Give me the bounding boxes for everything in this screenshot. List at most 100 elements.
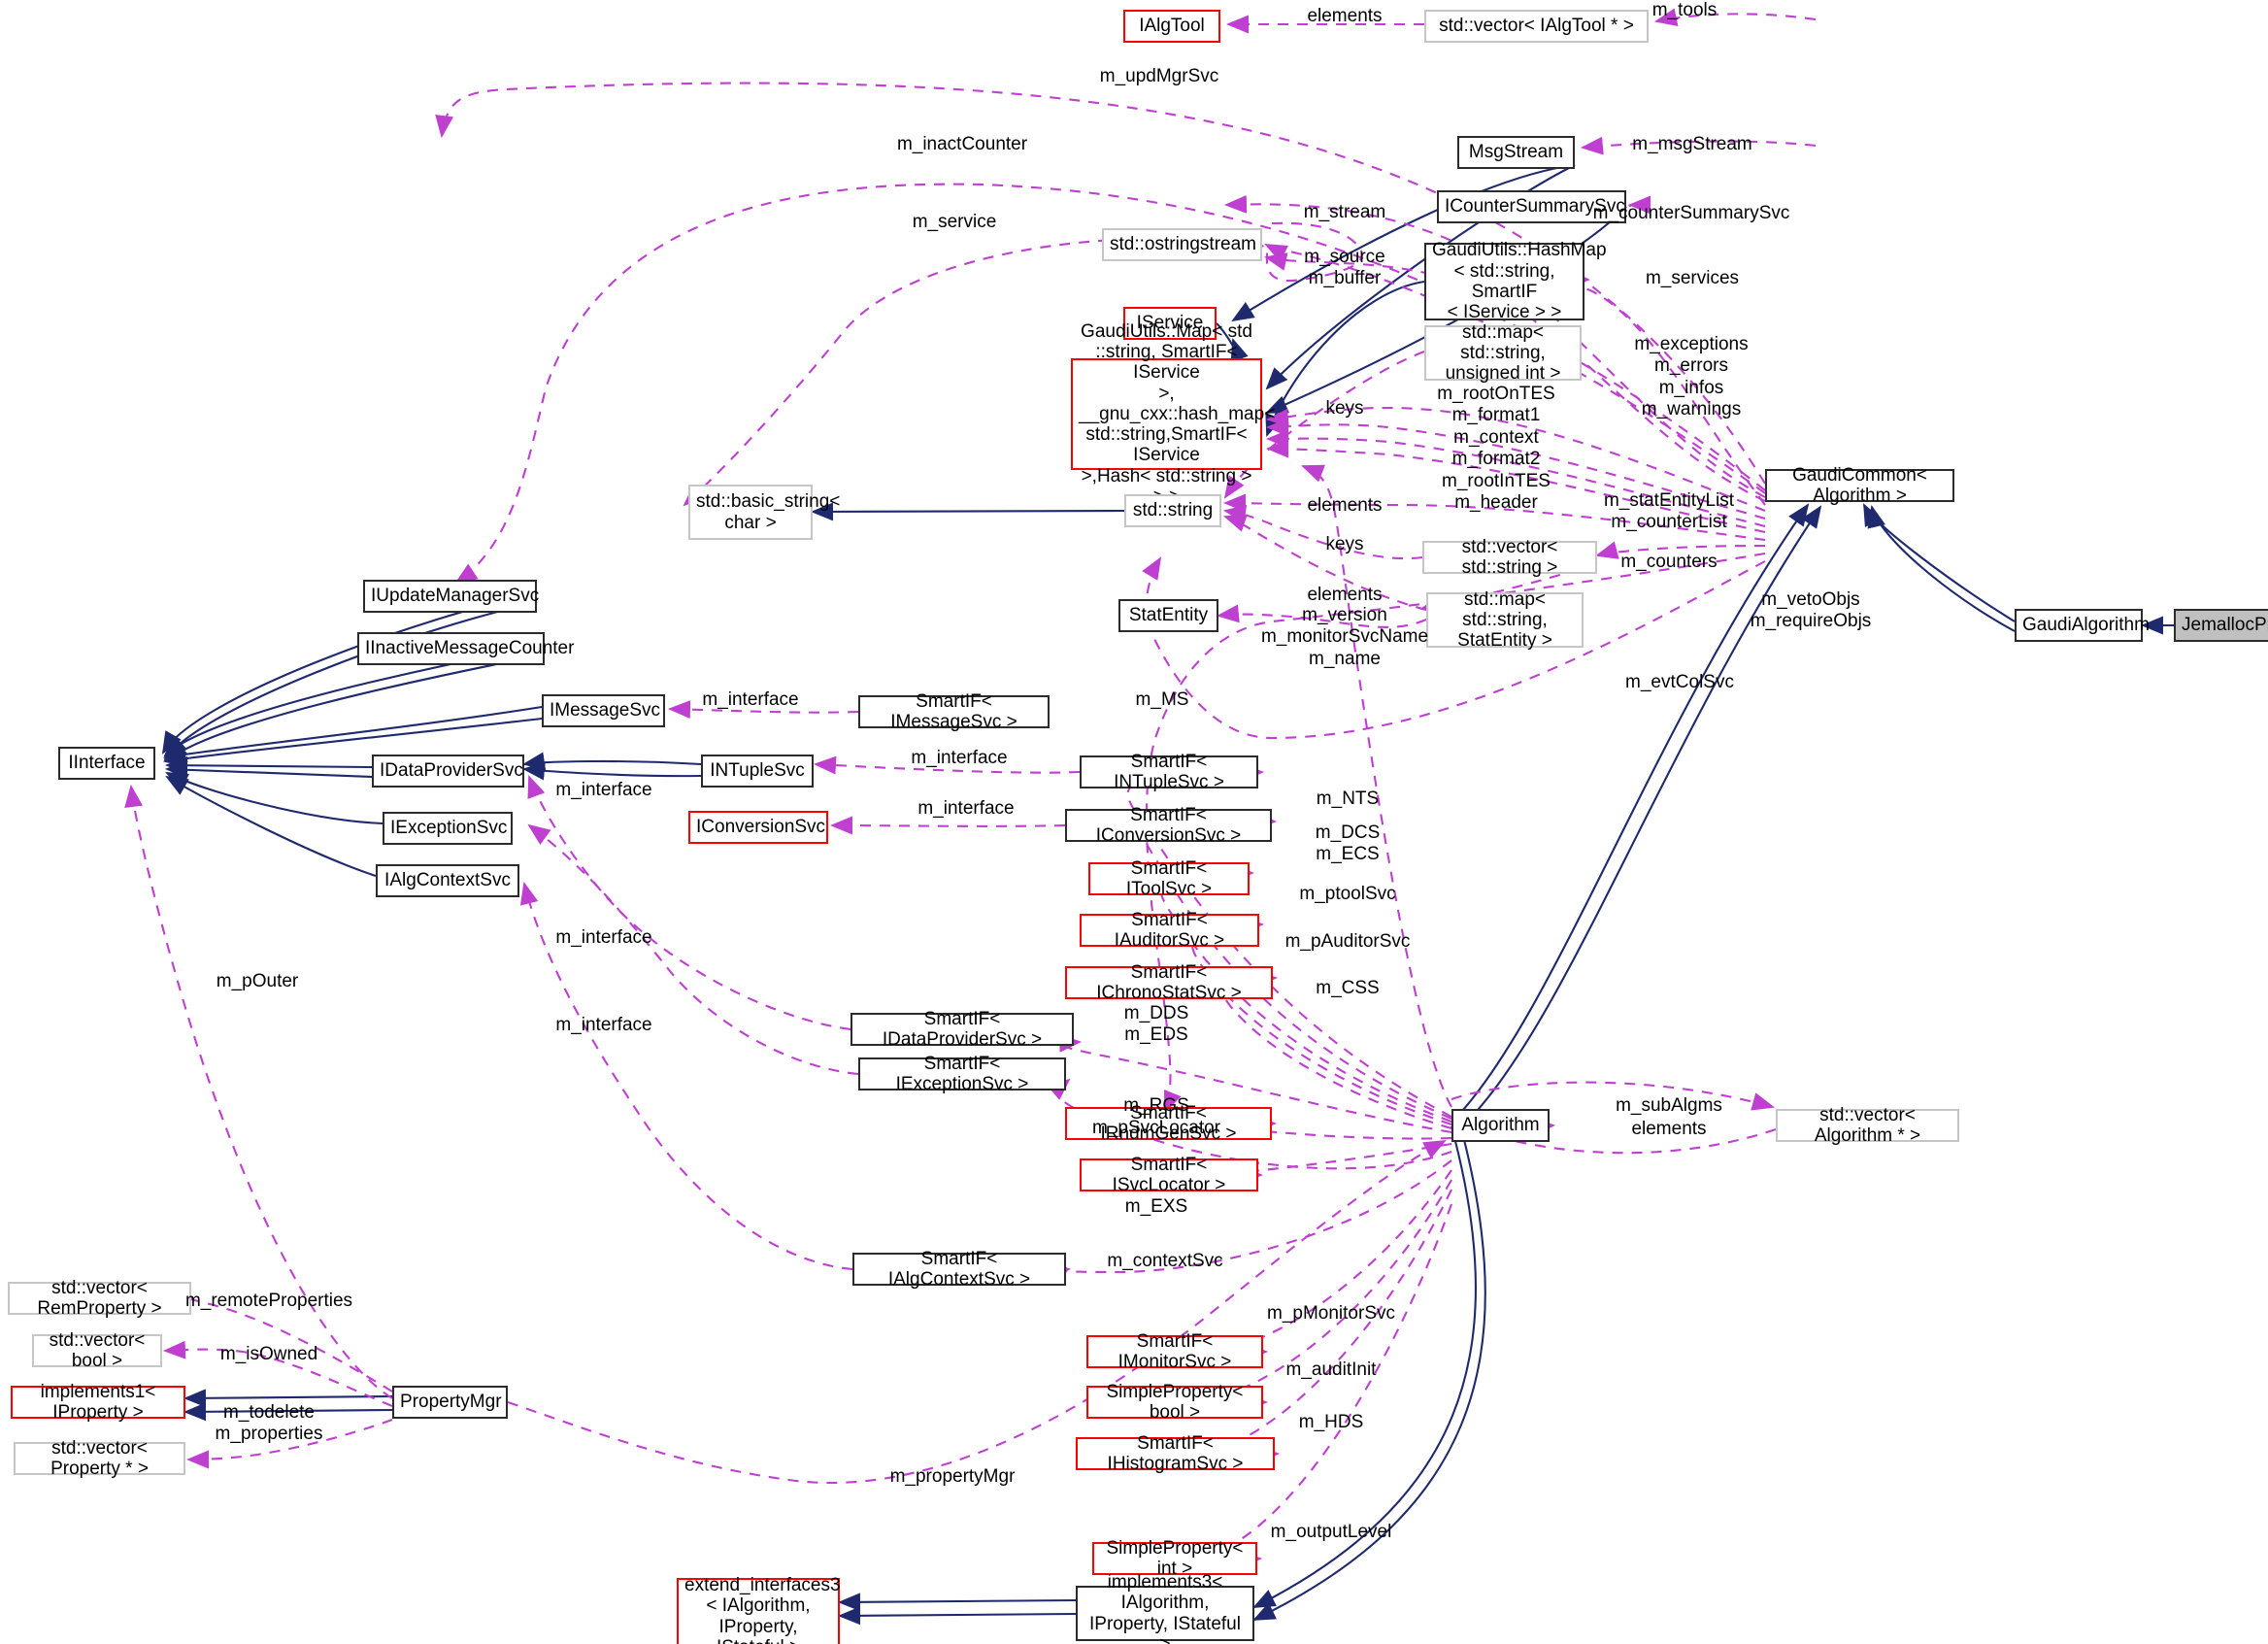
edge-label-lbl_m_ms: m_MS <box>1135 689 1189 710</box>
edge-label-lbl_m_rgs: m_RGS <box>1123 1095 1189 1116</box>
class-node-label: Algorithm <box>1461 1115 1540 1136</box>
class-node-smartif_iexception[interactable]: SmartIF< IExceptionSvc > <box>858 1054 1066 1094</box>
class-node-msgstream[interactable]: MsgStream <box>1457 136 1575 169</box>
class-node-label: std::vector< Algorithm * > <box>1814 1104 1921 1146</box>
class-node-label: SmartIF< IAlgContextSvc > <box>887 1248 1031 1290</box>
edge-label-lbl_keys_map: keys <box>1325 398 1364 419</box>
class-node-map_str_uint[interactable]: std::map< std::string, unsigned int > <box>1424 322 1582 384</box>
class-node-idataprovidersvc[interactable]: IDataProviderSvc <box>372 755 524 788</box>
class-node-label: SmartIF< IMessageSvc > <box>890 690 1017 732</box>
edge-label-lbl_elements_str2: elements <box>1307 585 1383 605</box>
class-node-label: MsgStream <box>1468 142 1564 163</box>
edge-label-lbl_m_stream: m_stream <box>1303 202 1386 222</box>
class-node-label: implements3< IAlgorithm, IProperty, ISta… <box>1089 1571 1241 1644</box>
class-node-iservice[interactable]: IService <box>1123 307 1217 340</box>
edge-label-lbl_m_pouter: m_pOuter <box>216 971 299 991</box>
class-node-ialgcontextsvc[interactable]: IAlgContextSvc <box>376 864 519 897</box>
edge-label-lbl_m_msgstream: m_msgStream <box>1632 134 1752 154</box>
class-node-label: INTupleSvc <box>710 760 805 782</box>
edge-label-lbl_m_exs: m_EXS <box>1124 1196 1188 1217</box>
class-node-iinterface[interactable]: IInterface <box>58 747 155 780</box>
class-node-statentity[interactable]: StatEntity <box>1118 599 1218 632</box>
edge-label-lbl_keys_vecstr: keys <box>1325 534 1364 554</box>
class-node-label: std::vector< std::string > <box>1461 536 1558 578</box>
edge-label-lbl_m_exceptions: m_exceptions m_errors m_infos m_warnings <box>1634 334 1749 420</box>
class-node-map_str_statentity[interactable]: std::map< std::string, StatEntity > <box>1426 589 1584 651</box>
class-node-ialgtool[interactable]: IAlgTool <box>1123 10 1220 43</box>
class-node-label: std::vector< Property * > <box>50 1437 149 1479</box>
class-node-label: SimpleProperty< bool > <box>1106 1381 1244 1423</box>
edge-label-lbl_elements_str1: elements <box>1307 495 1383 516</box>
class-node-label: std::vector< bool > <box>49 1329 146 1371</box>
class-node-iexceptionsvc[interactable]: IExceptionSvc <box>383 812 513 845</box>
edge-label-lbl_m_updmgrsvc: m_updMgrSvc <box>1099 66 1219 86</box>
class-node-label: PropertyMgr <box>400 1392 502 1413</box>
class-node-smartif_ichronostat[interactable]: SmartIF< IChronoStatSvc > <box>1065 962 1273 1003</box>
edge-label-lbl_m_isowned: m_isOwned <box>219 1344 318 1364</box>
class-node-label: SmartIF< IDataProviderSvc > <box>882 1008 1043 1050</box>
class-node-label: SmartIF< INTupleSvc > <box>1114 751 1224 792</box>
class-node-smartif_iconversion[interactable]: SmartIF< IConversionSvc > <box>1065 805 1272 846</box>
edge-label-lbl_m_inactcounter: m_inactCounter <box>896 134 1028 154</box>
class-node-vec_ialgtool[interactable]: std::vector< IAlgTool * > <box>1424 10 1649 43</box>
class-node-implements3[interactable]: implements3< IAlgorithm, IProperty, ISta… <box>1076 1572 1254 1644</box>
edge-label-lbl_m_todelete: m_todelete m_properties <box>215 1402 323 1445</box>
class-node-smartif_intuplesvc[interactable]: SmartIF< INTupleSvc > <box>1080 752 1258 792</box>
class-node-gaudicommon[interactable]: GaudiCommon< Algorithm > <box>1765 465 1954 506</box>
class-node-smartif_imonitorsvc[interactable]: SmartIF< IMonitorSvc > <box>1086 1331 1263 1372</box>
edge-label-lbl_m_hds: m_HDS <box>1298 1412 1364 1432</box>
class-node-iconversionsvc[interactable]: IConversionSvc <box>688 811 828 844</box>
class-node-label: SmartIF< IMonitorSvc > <box>1117 1330 1232 1372</box>
class-node-propertymgr[interactable]: PropertyMgr <box>392 1386 508 1419</box>
class-node-smartif_ihistogram[interactable]: SmartIF< IHistogramSvc > <box>1076 1433 1275 1474</box>
edge-label-lbl_m_css: m_CSS <box>1316 978 1380 998</box>
class-node-std_string[interactable]: std::string <box>1124 494 1221 527</box>
class-node-gaudiutils_map[interactable]: GaudiUtils::Map< std ::string, SmartIF< … <box>1071 321 1275 507</box>
class-node-smartif_irndmgen[interactable]: SmartIF< IRndmGenSvc > <box>1065 1103 1272 1144</box>
class-node-vec_property[interactable]: std::vector< Property * > <box>14 1438 185 1479</box>
class-node-jemallocprofile[interactable]: JemallocProfile <box>2174 609 2268 642</box>
class-node-label: SmartIF< IHistogramSvc > <box>1107 1432 1244 1474</box>
class-node-intuplesvc[interactable]: INTupleSvc <box>701 755 814 788</box>
class-node-hashmap[interactable]: GaudiUtils::HashMap < std::string, Smart… <box>1424 240 1607 322</box>
class-node-algorithm[interactable]: Algorithm <box>1451 1109 1550 1142</box>
edge-label-lbl_m_source_buffer: m_source m_buffer <box>1304 247 1385 289</box>
edge-label-lbl_m_interface_exc: m_interface <box>555 1015 652 1035</box>
class-node-iupdatemanagersvc[interactable]: IUpdateManagerSvc <box>363 580 539 613</box>
class-node-vec_algorithm[interactable]: std::vector< Algorithm * > <box>1776 1105 1959 1146</box>
class-node-label: extend_interfaces3 < IAlgorithm, IProper… <box>684 1574 841 1644</box>
class-node-label: SmartIF< ISvcLocator > <box>1112 1154 1226 1195</box>
class-node-smartif_isvclocator[interactable]: SmartIF< ISvcLocator > <box>1080 1155 1258 1195</box>
class-node-label: implements1< IProperty > <box>40 1381 156 1423</box>
class-node-vec_string[interactable]: std::vector< std::string > <box>1422 537 1597 578</box>
class-node-label: SmartIF< IChronoStatSvc > <box>1096 961 1242 1003</box>
class-node-label: SmartIF< IConversionSvc > <box>1095 804 1242 846</box>
class-node-label: SmartIF< IToolSvc > <box>1125 857 1213 899</box>
class-node-iinactivemsgcounter[interactable]: IInactiveMessageCounter <box>357 632 574 665</box>
class-node-smartif_imessagesvc[interactable]: SmartIF< IMessageSvc > <box>858 691 1050 732</box>
class-node-ostringstream[interactable]: std::ostringstream <box>1102 228 1262 261</box>
edge-label-lbl_m_statentitylist: m_statEntityList m_counterList <box>1603 490 1735 533</box>
class-node-vec_bool[interactable]: std::vector< bool > <box>32 1330 162 1371</box>
class-node-implements1_iprop[interactable]: implements1< IProperty > <box>11 1382 185 1423</box>
class-node-gaudialgorithm[interactable]: GaudiAlgorithm <box>2015 609 2150 642</box>
class-node-label: IAlgTool <box>1139 16 1205 37</box>
class-node-extend_interfaces3[interactable]: extend_interfaces3 < IAlgorithm, IProper… <box>677 1574 841 1644</box>
class-node-label: ICounterSummarySvc <box>1445 196 1625 218</box>
edge-label-lbl_m_interface_dp2: m_interface <box>555 927 652 948</box>
class-node-smartif_itoolsvc[interactable]: SmartIF< IToolSvc > <box>1088 858 1250 899</box>
class-node-label: IExceptionSvc <box>390 818 508 839</box>
edge-label-lbl_m_version: m_version m_monitorSvcName m_name <box>1260 605 1429 669</box>
class-node-simpleprop_int[interactable]: SimpleProperty< int > <box>1092 1538 1257 1579</box>
class-node-label: GaudiCommon< Algorithm > <box>1792 464 1927 506</box>
class-node-icountersummarysvc[interactable]: ICounterSummarySvc <box>1437 190 1626 223</box>
class-node-label: std::map< std::string, unsigned int > <box>1445 321 1561 385</box>
class-node-imessagesvc[interactable]: IMessageSvc <box>542 694 665 727</box>
class-node-label: IMessageSvc <box>550 700 661 721</box>
class-node-smartif_idataprov[interactable]: SmartIF< IDataProviderSvc > <box>850 1009 1074 1050</box>
class-node-smartif_ialgcontext[interactable]: SmartIF< IAlgContextSvc > <box>852 1249 1066 1290</box>
class-node-smartif_iauditorsvc[interactable]: SmartIF< IAuditorSvc > <box>1080 910 1259 951</box>
class-node-basic_string[interactable]: std::basic_string< char > <box>688 485 840 540</box>
class-node-vec_remproperty[interactable]: std::vector< RemProperty > <box>8 1278 191 1319</box>
class-node-simpleprop_bool[interactable]: SimpleProperty< bool > <box>1086 1382 1263 1423</box>
